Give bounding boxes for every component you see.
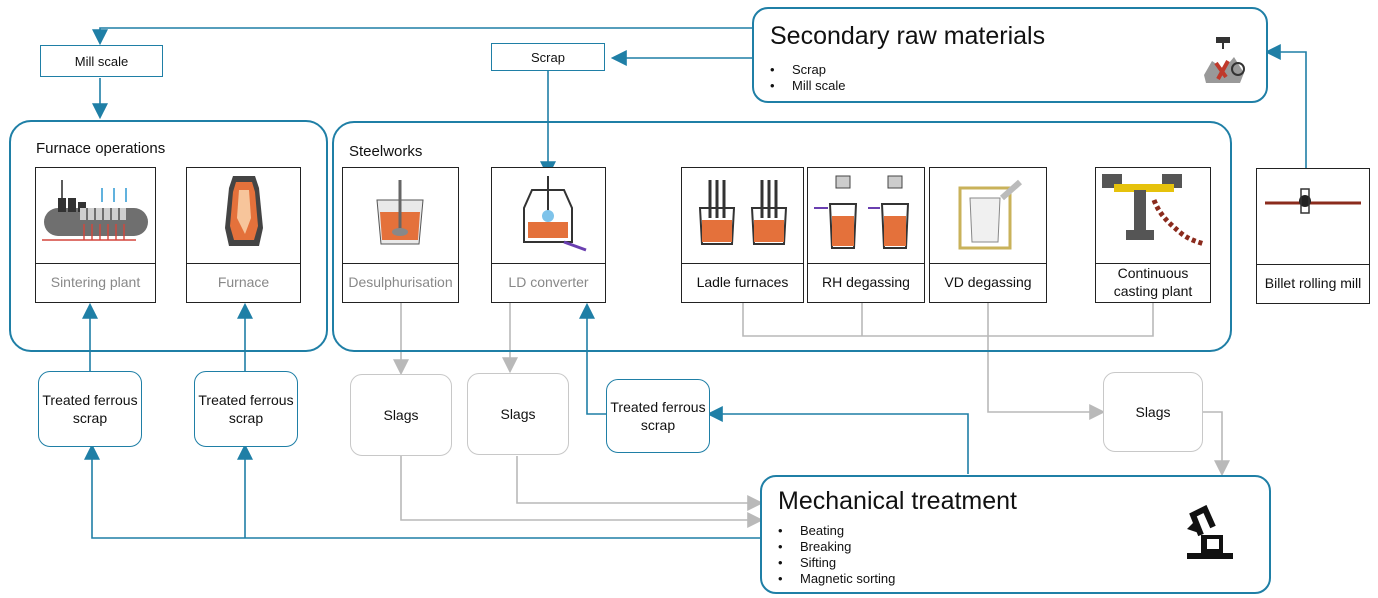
arrow-mech-to-treated3 (706, 406, 969, 474)
treated-ferrous-scrap-box: Treated ferrous scrap (194, 371, 298, 447)
furnace-icon (187, 168, 300, 264)
ladle-furnaces-card: Ladle furnaces (681, 167, 804, 303)
secondary-raw-materials-box: Secondary raw materials Scrap Mill scale (752, 7, 1268, 103)
continuous-casting-icon (1096, 168, 1210, 264)
sintering-plant-card: Sintering plant (35, 167, 156, 303)
arrow-billet-to-secondary (1264, 44, 1307, 168)
mechanical-list: Beating Breaking Sifting Magnetic sortin… (778, 523, 895, 587)
arrow-treated3-to-ld (579, 302, 606, 415)
arrow-slags2-to-mech (516, 456, 764, 511)
secondary-item: Scrap (770, 62, 845, 78)
ld-converter-card: LD converter (491, 167, 606, 303)
furnace-operations-title: Furnace operations (36, 140, 166, 157)
sintering-plant-label: Sintering plant (50, 273, 141, 290)
arrow-secondary-to-millscale (92, 27, 752, 46)
secondary-item: Mill scale (770, 78, 845, 94)
vd-degassing-label: VD degassing (944, 273, 1032, 290)
desulphurisation-card: Desulphurisation (342, 167, 459, 303)
scrap-tag: Scrap (491, 43, 605, 71)
continuous-casting-label: Continuous casting plant (1113, 265, 1193, 299)
magnet-scrap-icon (1204, 37, 1245, 83)
desulphurisation-label: Desulphurisation (348, 273, 453, 290)
vd-degassing-icon (930, 168, 1046, 264)
slags-box: Slags (350, 374, 452, 456)
steelworks-bottom-bracket (742, 303, 1154, 337)
ladle-stirrer-icon (343, 168, 458, 264)
billet-rolling-mill-label: Billet rolling mill (1264, 274, 1362, 291)
rh-degassing-label: RH degassing (822, 273, 910, 290)
vd-degassing-card: VD degassing (929, 167, 1047, 303)
treated-ferrous-scrap-box: Treated ferrous scrap (38, 371, 142, 447)
slags-box: Slags (1103, 372, 1203, 452)
furnace-label: Furnace (217, 273, 270, 290)
ladle-furnaces-label: Ladle furnaces (696, 273, 789, 290)
furnace-card: Furnace (186, 167, 301, 303)
treated-ferrous-scrap-box: Treated ferrous scrap (606, 379, 710, 453)
mechanical-item: Breaking (778, 539, 895, 555)
arrow-vd-to-slags (987, 303, 1106, 420)
rh-degassing-icon (808, 168, 924, 264)
rh-degassing-card: RH degassing (807, 167, 925, 303)
mechanical-treatment-box: Mechanical treatment Beating Breaking Si… (760, 475, 1271, 594)
furnace-operations-group: Furnace operations (9, 120, 328, 352)
converter-icon (492, 168, 605, 264)
arrow-slags1-to-mech (400, 456, 764, 528)
billet-rolling-mill-card: Billet rolling mill (1256, 168, 1370, 304)
mechanical-title: Mechanical treatment (778, 487, 1018, 515)
sintering-plant-icon (36, 168, 155, 264)
slags-box: Slags (467, 373, 569, 455)
rolling-mill-icon (1257, 169, 1369, 265)
excavator-icon (1187, 505, 1233, 559)
arrow-slags3-to-mech (1202, 411, 1230, 477)
mill-scale-tag: Mill scale (40, 45, 163, 77)
steelworks-group: Steelworks (332, 121, 1232, 352)
continuous-casting-card: Continuous casting plant (1095, 167, 1211, 303)
mechanical-item: Magnetic sorting (778, 571, 895, 587)
mechanical-item: Beating (778, 523, 895, 539)
mechanical-item: Sifting (778, 555, 895, 571)
secondary-title: Secondary raw materials (770, 22, 1046, 50)
ld-converter-label: LD converter (508, 273, 589, 290)
secondary-list: Scrap Mill scale (770, 62, 845, 94)
arrow-mech-to-treated1 (84, 443, 762, 539)
ladle-furnace-icon (682, 168, 803, 264)
steelworks-title: Steelworks (349, 143, 423, 160)
